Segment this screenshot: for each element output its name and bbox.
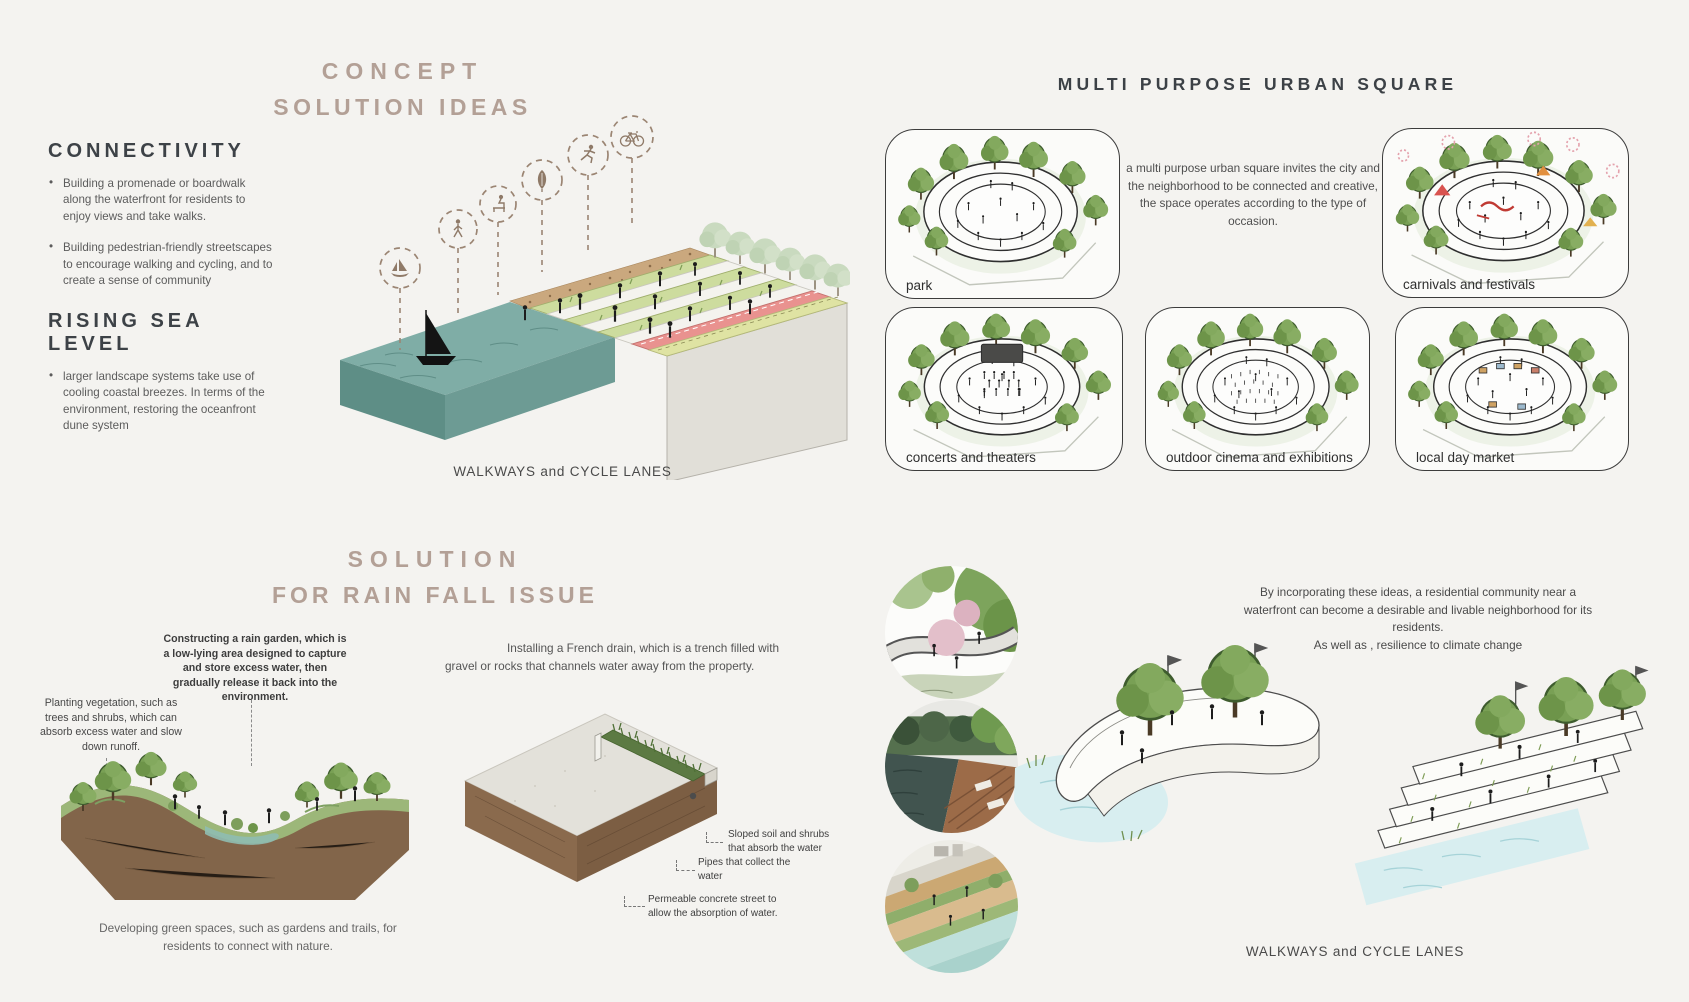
card-cinema: outdoor cinema and exhibitions bbox=[1145, 307, 1370, 471]
confetti bbox=[1397, 131, 1620, 179]
drain-trench bbox=[600, 729, 706, 782]
rising-sea-bullets: larger landscape systems take use of coo… bbox=[48, 368, 283, 435]
french-drain-note: Installing a French drain, which is a tr… bbox=[445, 641, 780, 673]
drain-annotation-sloped-soil: Sloped soil and shrubs that absorb the w… bbox=[728, 829, 830, 854]
water bbox=[1354, 808, 1590, 906]
terraced-waterfront-illustration bbox=[340, 115, 850, 480]
residential-summary: By incorporating these ideas, a resident… bbox=[1242, 584, 1594, 655]
carnivals-illustration bbox=[1383, 131, 1620, 297]
connectivity-bullets: Building a promenade or boardwalk along … bbox=[48, 175, 283, 290]
curb bbox=[704, 767, 718, 787]
pedestrian-icon bbox=[453, 219, 463, 238]
card-concerts: concerts and theaters bbox=[885, 307, 1123, 471]
terrace-shrubs bbox=[569, 264, 763, 331]
concept-title-line1: CONCEPT bbox=[321, 58, 484, 84]
cinema-illustration bbox=[1146, 308, 1369, 470]
connectivity-bullet: Building a promenade or boardwalk along … bbox=[48, 175, 275, 225]
connectivity-bullet: Building pedestrian-friendly streetscape… bbox=[48, 239, 275, 289]
curved-deck bbox=[1055, 687, 1320, 802]
card-market: local day market bbox=[1395, 307, 1629, 471]
sailboat bbox=[416, 310, 456, 365]
walkway-diagram-stepped bbox=[1354, 665, 1649, 906]
concept-title-line2: SOLUTION IDEAS bbox=[273, 94, 532, 120]
card-label: concerts and theaters bbox=[906, 450, 1036, 465]
step-grass bbox=[1398, 744, 1577, 844]
bench-icon bbox=[493, 194, 505, 212]
market-illustration bbox=[1396, 308, 1628, 470]
walkway-diagram-curved bbox=[1014, 618, 1320, 843]
sailboat-icon bbox=[391, 259, 409, 277]
bicycle-icon bbox=[619, 131, 645, 147]
rain-garden-leader bbox=[251, 700, 252, 766]
concerts-illustration bbox=[886, 308, 1122, 470]
green-spaces-caption: Developing green spaces, such as gardens… bbox=[99, 921, 397, 953]
reeds bbox=[1026, 754, 1143, 842]
card-label: carnivals and festivals bbox=[1403, 277, 1536, 292]
rising-sea-heading: RISING SEA LEVEL bbox=[48, 309, 203, 355]
card-carnivals: carnivals and festivals bbox=[1382, 128, 1629, 298]
activity-icons bbox=[391, 131, 645, 277]
walkways-caption-bottom: WALKWAYS and CYCLE LANES bbox=[1245, 944, 1465, 959]
terrace-steps bbox=[1377, 710, 1644, 849]
annotation-connector bbox=[624, 896, 645, 907]
concept-title: CONCEPT SOLUTION IDEAS bbox=[255, 58, 550, 121]
soil-left-face bbox=[465, 781, 577, 882]
rain-garden-note: Constructing a rain garden, which is a l… bbox=[163, 633, 347, 704]
stage bbox=[980, 343, 1024, 363]
card-label: local day market bbox=[1416, 450, 1515, 465]
concept-text-column: CONNECTIVITY Building a promenade or boa… bbox=[48, 140, 283, 450]
rising-sea-bullet: larger landscape systems take use of coo… bbox=[48, 368, 275, 435]
icon-circles bbox=[379, 115, 654, 289]
residential-summary-text: By incorporating these ideas, a resident… bbox=[1243, 585, 1593, 635]
rainfall-title: SOLUTION FOR RAIN FALL ISSUE bbox=[270, 546, 600, 609]
walkways-caption-top: WALKWAYS and CYCLE LANES bbox=[453, 464, 672, 479]
drain-pipe bbox=[689, 792, 697, 800]
soil-front-face bbox=[577, 768, 717, 882]
photo-blossom-walkway bbox=[885, 566, 1018, 699]
cinema-crowd bbox=[1231, 369, 1279, 404]
rain-garden-pond bbox=[205, 826, 279, 845]
card-label: park bbox=[906, 278, 933, 293]
runner-icon bbox=[580, 144, 596, 164]
rain-garden-illustration bbox=[61, 750, 409, 900]
drain-annotation-pipes: Pipes that collect the water bbox=[698, 857, 791, 882]
urban-square-description: a multi purpose urban square invites the… bbox=[1126, 161, 1380, 229]
connectivity-heading: CONNECTIVITY bbox=[48, 140, 245, 162]
water-block bbox=[340, 302, 615, 440]
market-stalls bbox=[1478, 362, 1540, 410]
vegetation-note: Planting vegetation, such as trees and s… bbox=[40, 697, 182, 753]
retaining-wall bbox=[594, 732, 602, 762]
rainfall-title-line1: SOLUTION bbox=[347, 546, 523, 572]
french-drain-illustration bbox=[463, 713, 719, 882]
annotation-connector bbox=[676, 860, 695, 871]
residential-summary-line2: As well as , resilience to climate chang… bbox=[1313, 638, 1523, 653]
photo-waterfront-boardwalk bbox=[885, 700, 1018, 833]
annotation-connector bbox=[706, 832, 723, 843]
trench-plants bbox=[612, 722, 702, 773]
park-illustration bbox=[886, 130, 1119, 298]
icon-leader-lines bbox=[399, 158, 633, 350]
meadow-top bbox=[61, 785, 409, 844]
leaf-icon bbox=[537, 170, 547, 192]
photo-terraced-promenade bbox=[885, 840, 1018, 973]
urban-square-title: MULTI PURPOSE URBAN SQUARE bbox=[1057, 74, 1458, 94]
rainfall-title-line2: FOR RAIN FALL ISSUE bbox=[271, 582, 599, 608]
terrace-bands bbox=[528, 254, 849, 357]
drain-annotation-permeable: Permeable concrete street to allow the a… bbox=[648, 894, 778, 919]
card-label: outdoor cinema and exhibitions bbox=[1166, 450, 1353, 465]
card-park: park bbox=[885, 129, 1120, 299]
deck-face bbox=[1087, 725, 1320, 817]
